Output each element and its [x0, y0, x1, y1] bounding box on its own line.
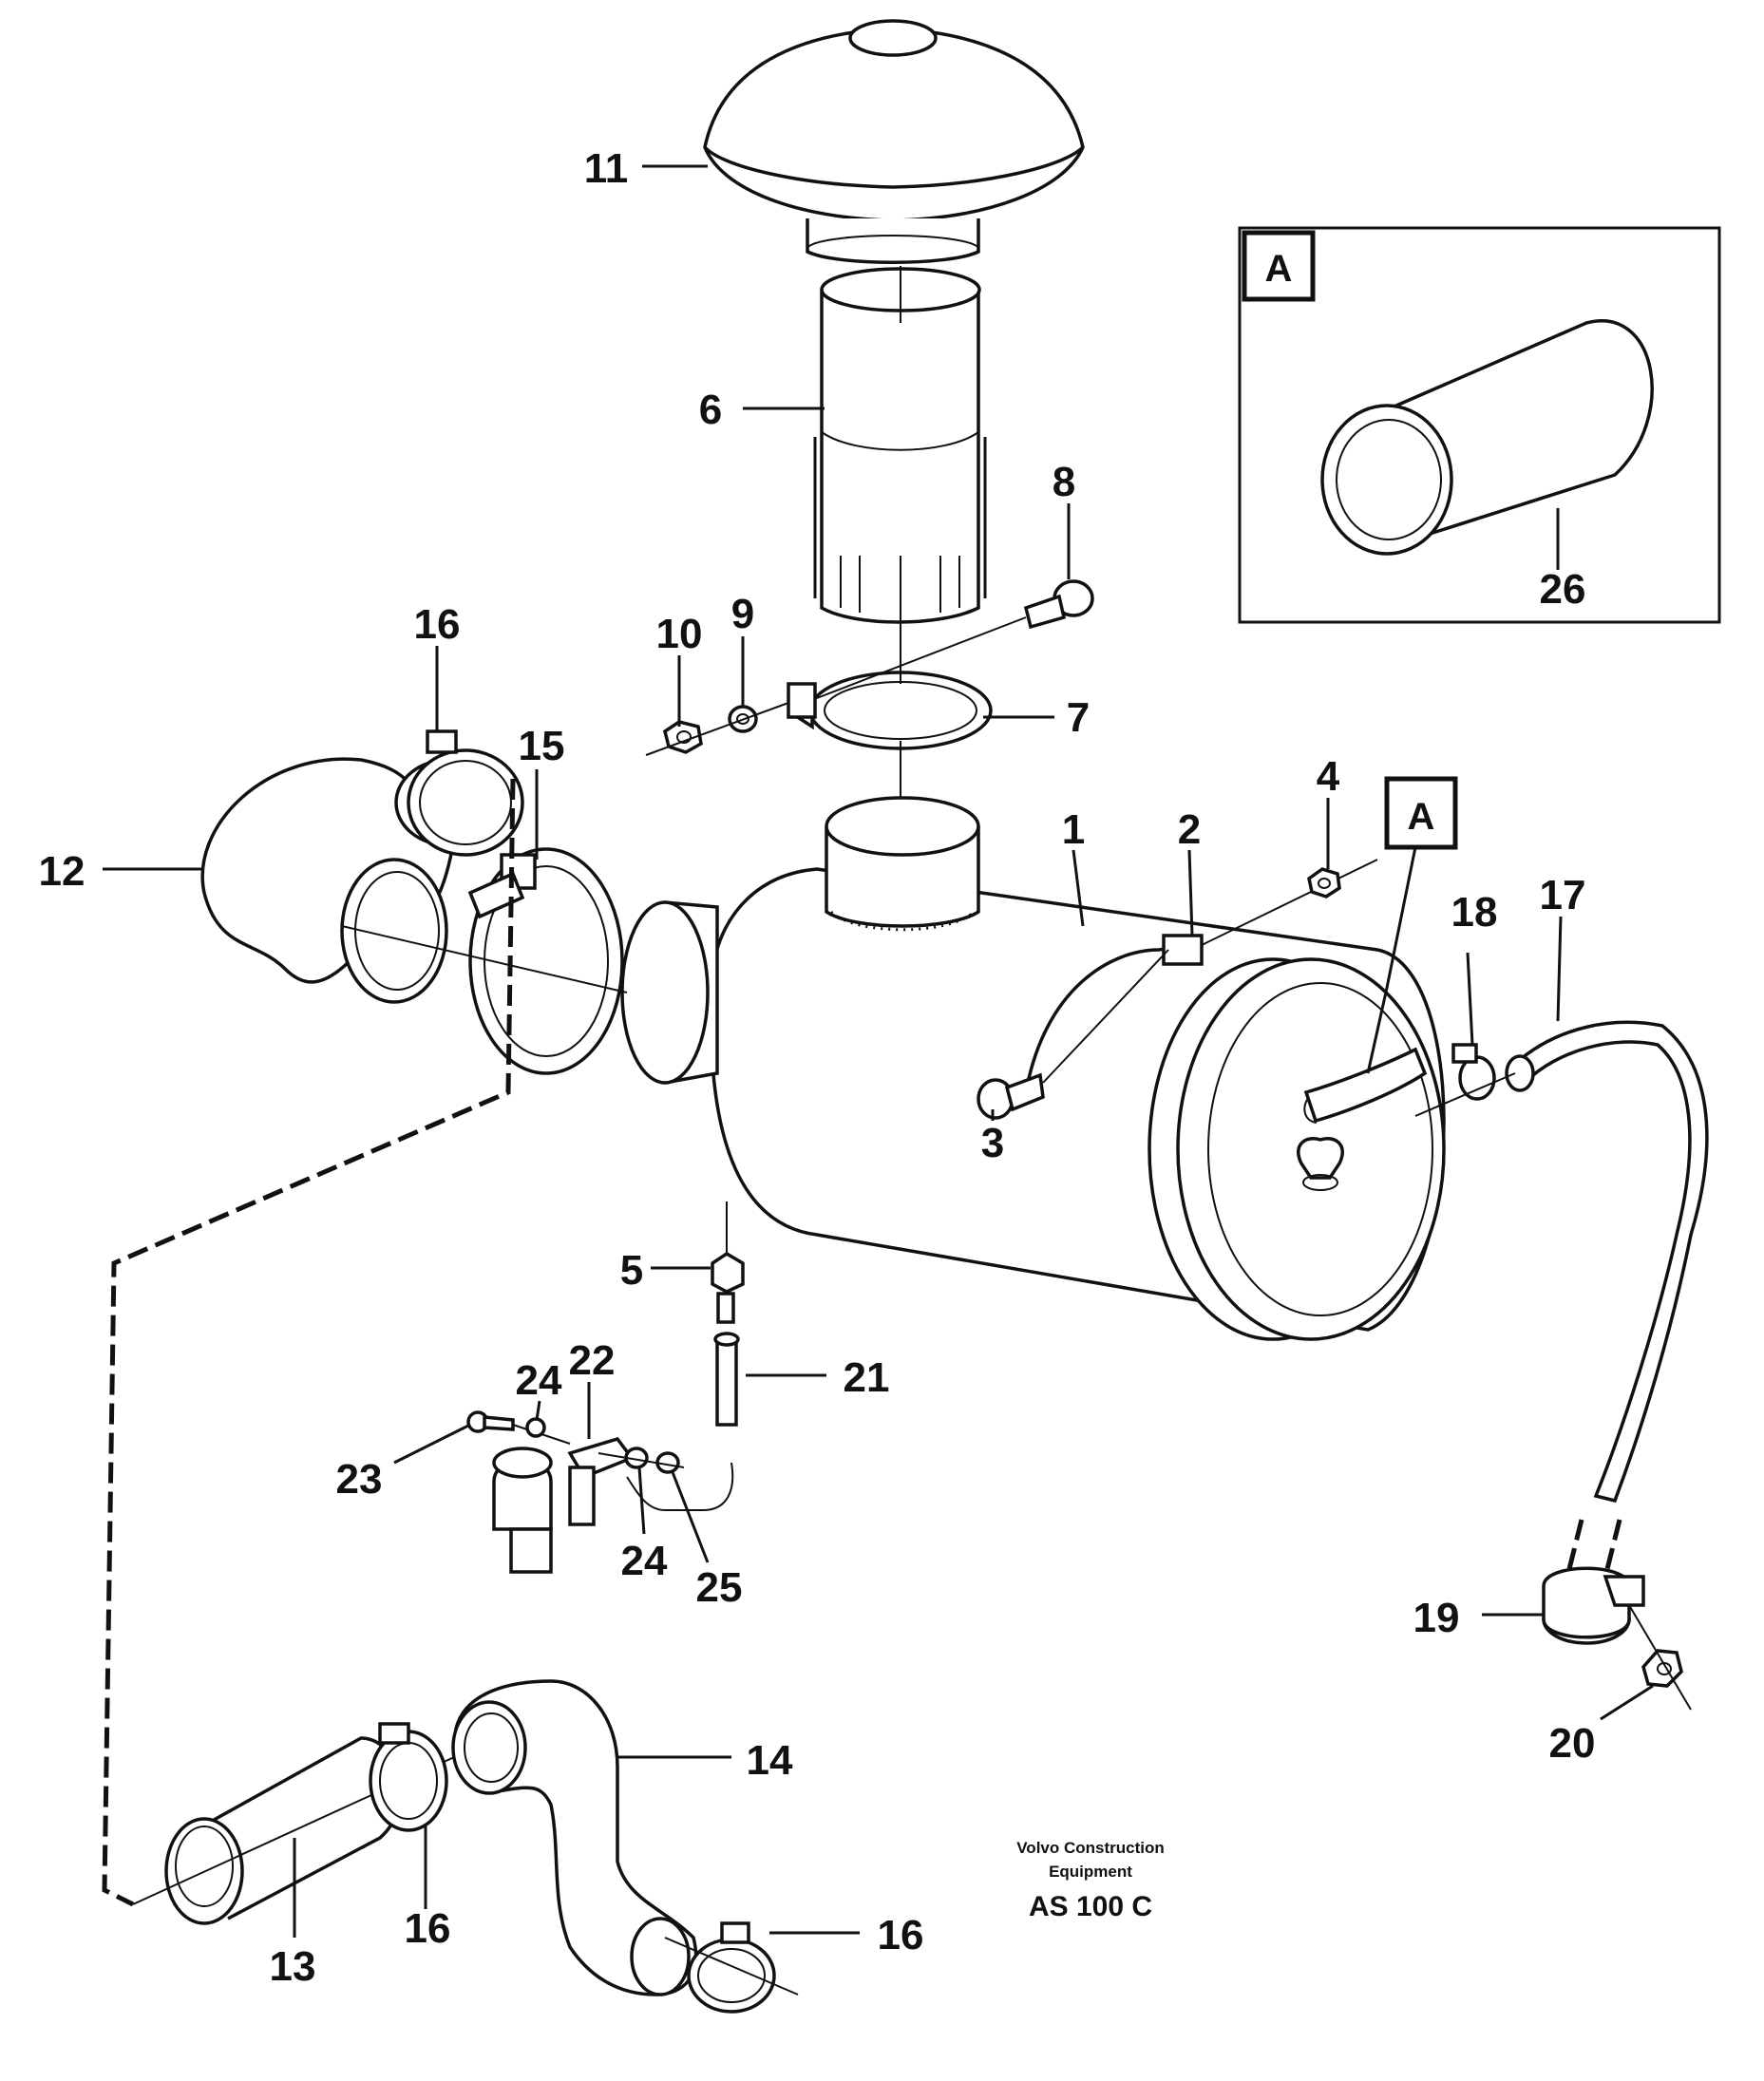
- nut-part-4: [1307, 867, 1341, 899]
- callout-16-lower-right: 16: [878, 1912, 924, 1958]
- leader-lines: [103, 164, 1654, 1938]
- detail-view-label: A: [1265, 248, 1293, 290]
- callout-11: 11: [584, 145, 629, 192]
- hose-clamp-part-16-lower-left: [369, 1722, 448, 1832]
- detail-view-a: A: [1238, 226, 1721, 624]
- mounting-strap-part-2: [1024, 859, 1378, 1093]
- callout-23: 23: [336, 1456, 383, 1503]
- callout-6: 6: [699, 387, 722, 433]
- nut-part-20: [1628, 1604, 1692, 1711]
- hose-sleeve-part-26: [1320, 319, 1654, 556]
- callout-labels: 11 6 8 9 10 7 16 15 12 1 2 4 3 18 17 26 …: [39, 145, 1596, 1990]
- callout-13: 13: [270, 1943, 316, 1990]
- callout-15: 15: [519, 723, 565, 769]
- callout-14: 14: [747, 1737, 793, 1784]
- detail-marker-label: A: [1408, 796, 1435, 838]
- callout-21: 21: [844, 1354, 890, 1401]
- callout-24-lower: 24: [621, 1538, 668, 1584]
- callout-5: 5: [620, 1247, 643, 1294]
- callout-17: 17: [1540, 872, 1586, 918]
- rain-cap-part-11: [703, 19, 1085, 264]
- footer-model: AS 100 C: [1029, 1891, 1152, 1922]
- callout-9: 9: [731, 591, 754, 637]
- washer-part-24-upper: [525, 1417, 546, 1438]
- detail-marker-a: A: [1366, 776, 1458, 1074]
- callout-22: 22: [569, 1337, 616, 1384]
- callout-8: 8: [1053, 459, 1075, 505]
- footer-caption: Volvo Construction Equipment AS 100 C: [1016, 1839, 1165, 1922]
- s-hose-part-14: [451, 1679, 698, 1996]
- callout-2: 2: [1178, 806, 1201, 853]
- hose-part-17: [1505, 1020, 1709, 1578]
- footer-line-1: Volvo Construction: [1016, 1839, 1165, 1857]
- screw-part-23: [466, 1410, 571, 1445]
- p-clamp-part-19: [1542, 1566, 1645, 1645]
- footer-line-2: Equipment: [1049, 1863, 1132, 1881]
- pre-cleaner-part-6: [813, 266, 987, 624]
- nut-part-10: [645, 702, 789, 756]
- callout-12: 12: [39, 848, 85, 895]
- bolt-part-8: [816, 579, 1094, 699]
- callout-1: 1: [1062, 806, 1085, 853]
- hose-clamp-part-16-lower-right: [664, 1921, 799, 2014]
- callout-18: 18: [1451, 889, 1498, 936]
- hose-clamp-part-16-top: [407, 729, 524, 857]
- clamp-ring-part-7: [787, 617, 993, 836]
- callout-10: 10: [656, 611, 703, 657]
- drain-valve-part-5: [711, 1201, 745, 1324]
- callout-19: 19: [1413, 1595, 1460, 1641]
- callout-4: 4: [1317, 753, 1340, 800]
- wing-nut-icon: [1297, 1137, 1344, 1191]
- bolt-part-3: [977, 949, 1169, 1120]
- callout-20: 20: [1549, 1720, 1596, 1767]
- hose-routing-dashed-line: [102, 778, 516, 1907]
- callout-24-upper: 24: [516, 1357, 562, 1404]
- hose-clamp-part-18: [1414, 1043, 1516, 1117]
- callout-16-top: 16: [414, 601, 461, 648]
- sensor-bracket-part-22: [492, 1436, 635, 1574]
- straight-hose-part-13: [132, 1736, 476, 1925]
- callout-25: 25: [696, 1564, 743, 1611]
- air-filter-housing-part-1: [620, 796, 1446, 1341]
- callout-3: 3: [981, 1120, 1004, 1166]
- callout-7: 7: [1067, 694, 1090, 741]
- callout-26: 26: [1540, 566, 1586, 613]
- drain-hose-part-21: [626, 1332, 740, 1511]
- callout-16-lower-left: 16: [405, 1905, 451, 1952]
